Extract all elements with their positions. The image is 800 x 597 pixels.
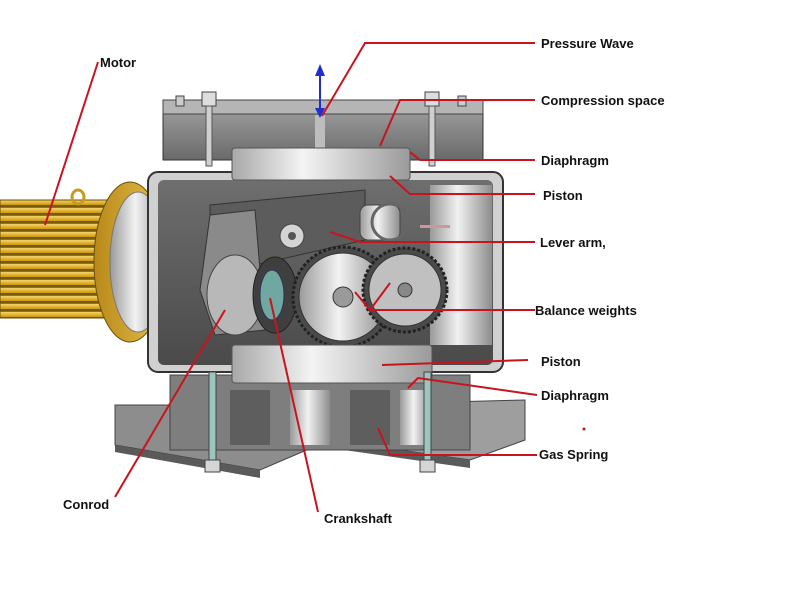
label-lever-arm: Lever arm,: [540, 235, 606, 250]
leader-diaphragm-top: [409, 151, 535, 161]
label-compression-space: Compression space: [541, 93, 665, 108]
top-piston: [231, 147, 411, 181]
label-diaphragm-top: Diaphragm: [541, 153, 609, 168]
label-motor: Motor: [100, 55, 137, 70]
label-conrod: Conrod: [63, 497, 110, 512]
conrod-part: [199, 209, 266, 336]
studs: [204, 371, 436, 473]
motor-body: [0, 181, 167, 343]
leader-motor: [44, 61, 99, 226]
label-gas-spring: Gas Spring: [539, 447, 609, 462]
gas-spring-chamber: [169, 374, 471, 451]
leader-pressure-wave: [321, 42, 535, 117]
leader-conrod: [114, 309, 226, 498]
leader-gas-spring: [377, 427, 537, 456]
leader-piston-bottom: [381, 359, 529, 366]
crankshaft-part: [252, 256, 298, 334]
leader-compression-space: [379, 99, 535, 147]
stray-dot: [582, 427, 586, 431]
label-piston-bottom: Piston: [541, 354, 581, 369]
leader-diaphragm-bottom: [407, 376, 538, 396]
label-diaphragm-bottom: Diaphragm: [541, 388, 609, 403]
leader-piston-top: [389, 175, 535, 195]
leader-crankshaft: [269, 297, 319, 513]
label-balance-weights: Balance weights: [535, 303, 637, 318]
label-piston-top: Piston: [543, 188, 583, 203]
label-pressure-wave: Pressure Wave: [541, 36, 634, 51]
leader-balance-weights-2: [369, 282, 391, 311]
leader-lines: [44, 42, 538, 513]
pressure-arrow-icon: [315, 64, 325, 118]
leader-lever-arm: [329, 231, 535, 243]
label-crankshaft: Crankshaft: [324, 511, 392, 526]
